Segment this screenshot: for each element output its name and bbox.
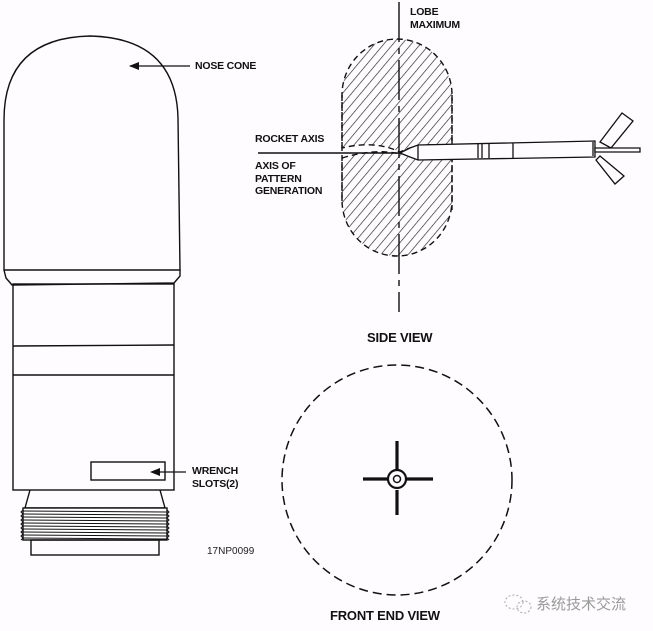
drawing-code: 17NP0099 [207,546,255,557]
shoulder [3,269,181,286]
watermark-text: 系统技术交流 [536,595,627,613]
front-end-view-title: FRONT END VIEW [330,608,440,623]
lower-lobe [341,151,453,257]
body-section [12,283,175,491]
base-flange [30,539,160,556]
wrench-slot [90,461,166,481]
leader-lines [129,62,190,476]
fuze-body [3,35,181,556]
side-view-title: SIDE VIEW [367,330,433,345]
arrow-icon [129,62,139,70]
rocket [398,112,641,185]
arrow-icon [150,468,160,476]
nose-cone-label: NOSE CONE [195,60,257,72]
nose-cone [3,35,181,271]
side-view [258,2,641,312]
rocket-front-inner [392,474,402,484]
pattern-circle [281,364,513,596]
front-end-view [281,364,513,596]
rocket-front-outer [386,468,408,490]
wrench-slots-label: WRENCH SLOTS(2) [192,465,239,490]
upper-lobe [341,38,453,153]
rocket-axis-label: ROCKET AXIS [255,133,325,145]
wechat-icon [504,594,532,614]
lobe-maximum-label: LOBE MAXIMUM [410,6,460,31]
axis-of-pattern-label: AXIS OF PATTERN GENERATION [255,160,323,197]
